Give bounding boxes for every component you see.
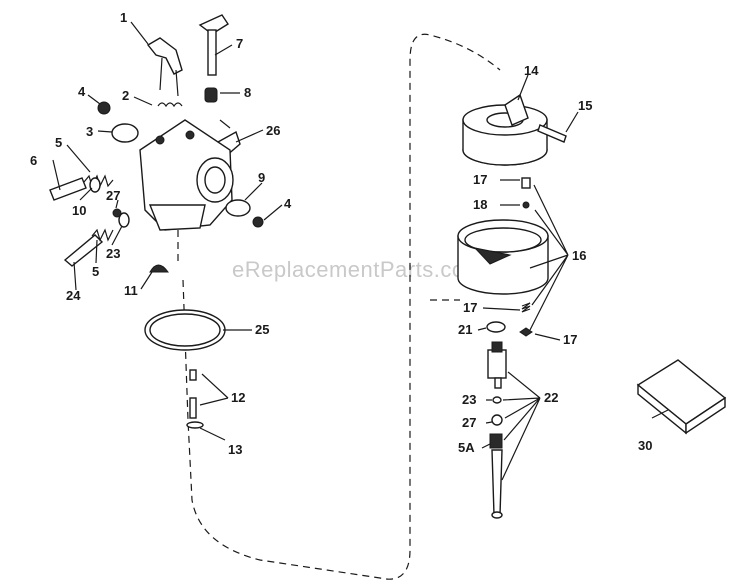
callout-4-top: 4 <box>78 84 86 99</box>
part-bowl-16 <box>457 219 549 295</box>
part-nozzle-22 <box>487 341 507 389</box>
callout-3: 3 <box>86 124 93 139</box>
part-clip-13 <box>186 421 204 429</box>
callout-12: 12 <box>231 390 245 405</box>
part-float-14 <box>462 93 548 166</box>
callout-5A: 5A <box>458 440 475 455</box>
part-washer-23b <box>492 396 502 404</box>
part-seat-11 <box>149 264 169 273</box>
callout-7: 7 <box>236 36 243 51</box>
callout-30: 30 <box>638 438 652 453</box>
part-gasket-25 <box>144 309 226 351</box>
callout-27-right: 27 <box>462 415 476 430</box>
part-pin-12 <box>189 369 197 419</box>
part-spring-5A <box>489 433 503 519</box>
callout-17-mid: 17 <box>463 300 477 315</box>
carburetor-body <box>139 119 234 231</box>
callout-2: 2 <box>122 88 129 103</box>
part-washer-23a <box>118 212 130 228</box>
part-washer-21 <box>486 321 506 333</box>
part-throttle-lever <box>146 37 183 97</box>
part-screw-6 <box>49 177 87 201</box>
callout-14: 14 <box>524 63 539 78</box>
callout-16: 16 <box>572 248 586 263</box>
callout-15: 15 <box>578 98 592 113</box>
callout-17-right: 17 <box>563 332 577 347</box>
part-kit-30 <box>636 359 727 435</box>
callout-5-lower: 5 <box>92 264 99 279</box>
callout-6: 6 <box>30 153 37 168</box>
part-pin-15 <box>537 124 567 143</box>
watermark: eReplacementParts.com <box>232 257 483 282</box>
callout-18: 18 <box>473 197 487 212</box>
callout-25: 25 <box>255 322 269 337</box>
callout-8: 8 <box>244 85 251 100</box>
callout-labels: 1 7 2 8 4 3 26 5 6 27 10 9 4 23 5 24 11 … <box>30 10 652 457</box>
part-spring-2 <box>157 102 183 108</box>
part-screw-4a <box>97 101 111 115</box>
part-washer-27b <box>491 414 503 426</box>
part-needle-24 <box>63 228 114 267</box>
callout-27-left: 27 <box>106 188 120 203</box>
callout-17-top: 17 <box>473 172 487 187</box>
assembly-path <box>177 33 501 580</box>
part-spring-8 <box>204 87 218 103</box>
part-choke-shaft <box>198 14 229 76</box>
callout-5-upper: 5 <box>55 135 62 150</box>
callout-26: 26 <box>266 123 280 138</box>
part-spring-17b <box>519 302 533 337</box>
callout-1: 1 <box>120 10 127 25</box>
part-disc-3 <box>111 123 139 143</box>
callout-24: 24 <box>66 288 81 303</box>
leader-lines <box>52 21 669 481</box>
callout-11: 11 <box>124 283 138 298</box>
part-screw-4b <box>252 216 264 228</box>
callout-10: 10 <box>72 203 86 218</box>
callout-9: 9 <box>258 170 265 185</box>
callout-21: 21 <box>458 322 472 337</box>
part-washer-27a <box>112 208 122 218</box>
callout-22: 22 <box>544 390 558 405</box>
part-plate-9 <box>225 199 251 217</box>
callout-4-right: 4 <box>284 196 292 211</box>
callout-23-left: 23 <box>106 246 120 261</box>
part-oring-10 <box>89 177 101 193</box>
callout-13: 13 <box>228 442 242 457</box>
part-needle-17a <box>521 177 531 209</box>
callout-23-right: 23 <box>462 392 476 407</box>
